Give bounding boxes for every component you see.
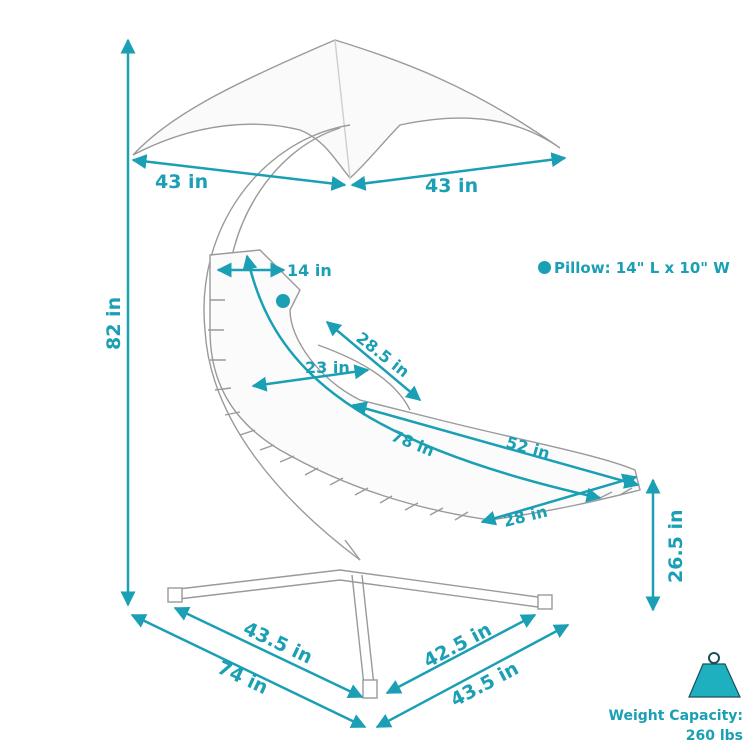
label-back-length: 28.5 in [353,328,413,381]
weight-capacity: Weight Capacity: 260 lbs [609,706,744,746]
weight-value: 260 lbs [685,728,743,744]
label-seat-height: 26.5 in [665,509,687,583]
pillow-note: Pillow: 14" L x 10" W [538,259,730,277]
pillow-note-text: Pillow: 14" L x 10" W [554,259,730,277]
label-canopy-right: 43 in [425,175,478,197]
weight-icon [688,652,741,698]
label-base-leg-right-inner: 42.5 in [420,618,495,672]
pillow-marker-icon [276,294,290,308]
label-pillow-width: 14 in [287,261,332,280]
label-back-width: 23 in [305,358,350,377]
label-base-total: 74 in [214,657,271,699]
pillow-bullet-icon [538,261,551,274]
label-canopy-left: 43 in [155,171,208,193]
label-total-height: 82 in [103,297,125,350]
dimension-lines [120,38,661,729]
weight-label: Weight Capacity: [608,708,744,724]
